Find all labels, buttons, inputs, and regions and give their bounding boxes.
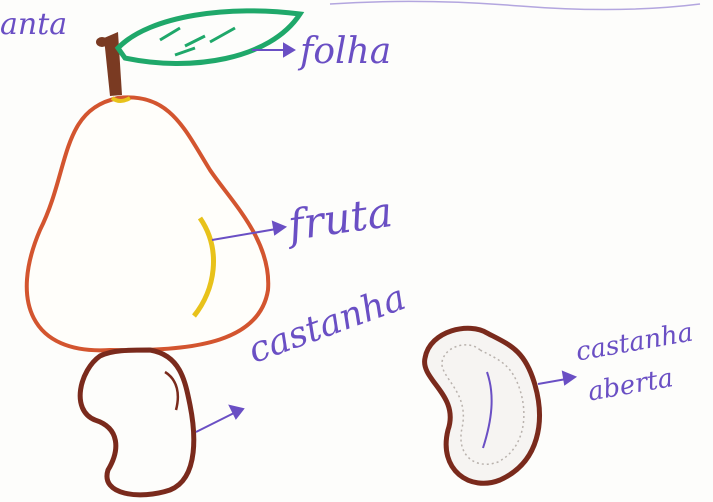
arrow-icon bbox=[196, 406, 243, 432]
partial-top-label: anta bbox=[0, 10, 67, 40]
opened-nut bbox=[425, 328, 540, 483]
nut-line bbox=[165, 372, 178, 410]
leaf-veins bbox=[160, 28, 235, 55]
cashew-nut bbox=[80, 350, 194, 495]
top-edge-scribble bbox=[330, 1, 700, 9]
label-folha: folha bbox=[300, 34, 391, 70]
cashew-fruit bbox=[27, 97, 269, 350]
arrow-icon bbox=[538, 372, 575, 384]
leaf bbox=[118, 11, 300, 64]
stem-tip bbox=[96, 37, 108, 47]
